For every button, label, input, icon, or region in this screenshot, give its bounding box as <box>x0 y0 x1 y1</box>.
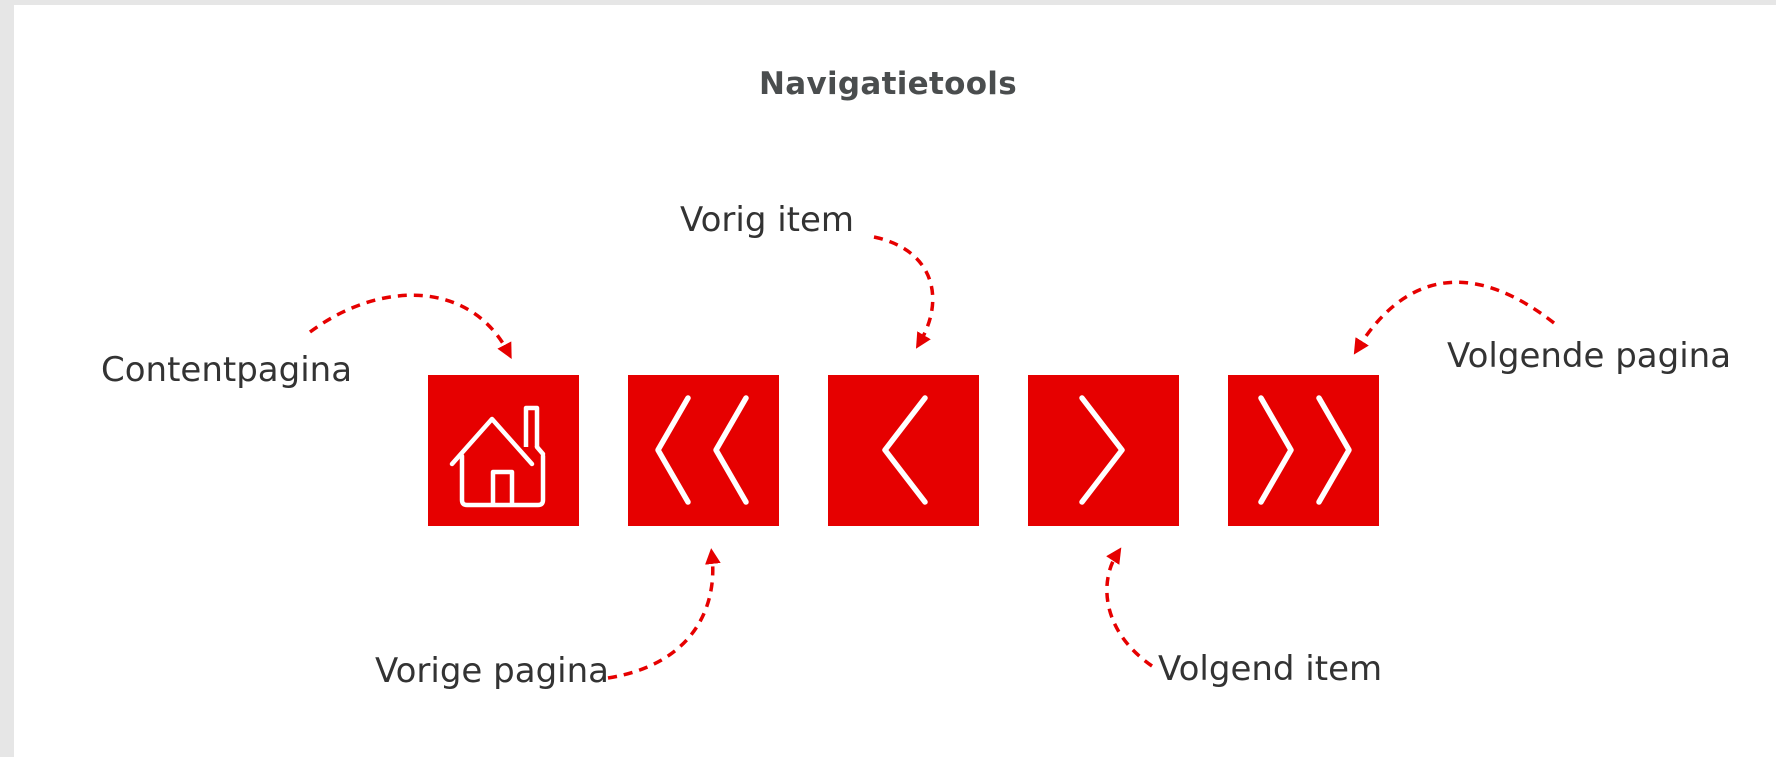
page-title: Navigatietools <box>759 66 1017 102</box>
previous-item-button[interactable] <box>828 375 979 526</box>
label-volgende-pagina: Volgende pagina <box>1447 336 1732 376</box>
previous-page-button[interactable] <box>628 375 779 526</box>
double-chevron-left-icon <box>655 395 749 505</box>
label-contentpagina: Contentpagina <box>101 350 353 390</box>
chevron-left-icon <box>882 395 928 505</box>
content-page-button[interactable] <box>428 375 579 526</box>
label-volgend-item: Volgend item <box>1158 649 1383 689</box>
label-vorig-item: Vorig item <box>680 200 855 240</box>
next-page-button[interactable] <box>1228 375 1379 526</box>
label-vorige-pagina: Vorige pagina <box>375 651 609 691</box>
next-item-button[interactable] <box>1028 375 1179 526</box>
home-icon <box>449 405 546 508</box>
chevron-right-icon <box>1079 395 1125 505</box>
double-chevron-right-icon <box>1258 395 1352 505</box>
